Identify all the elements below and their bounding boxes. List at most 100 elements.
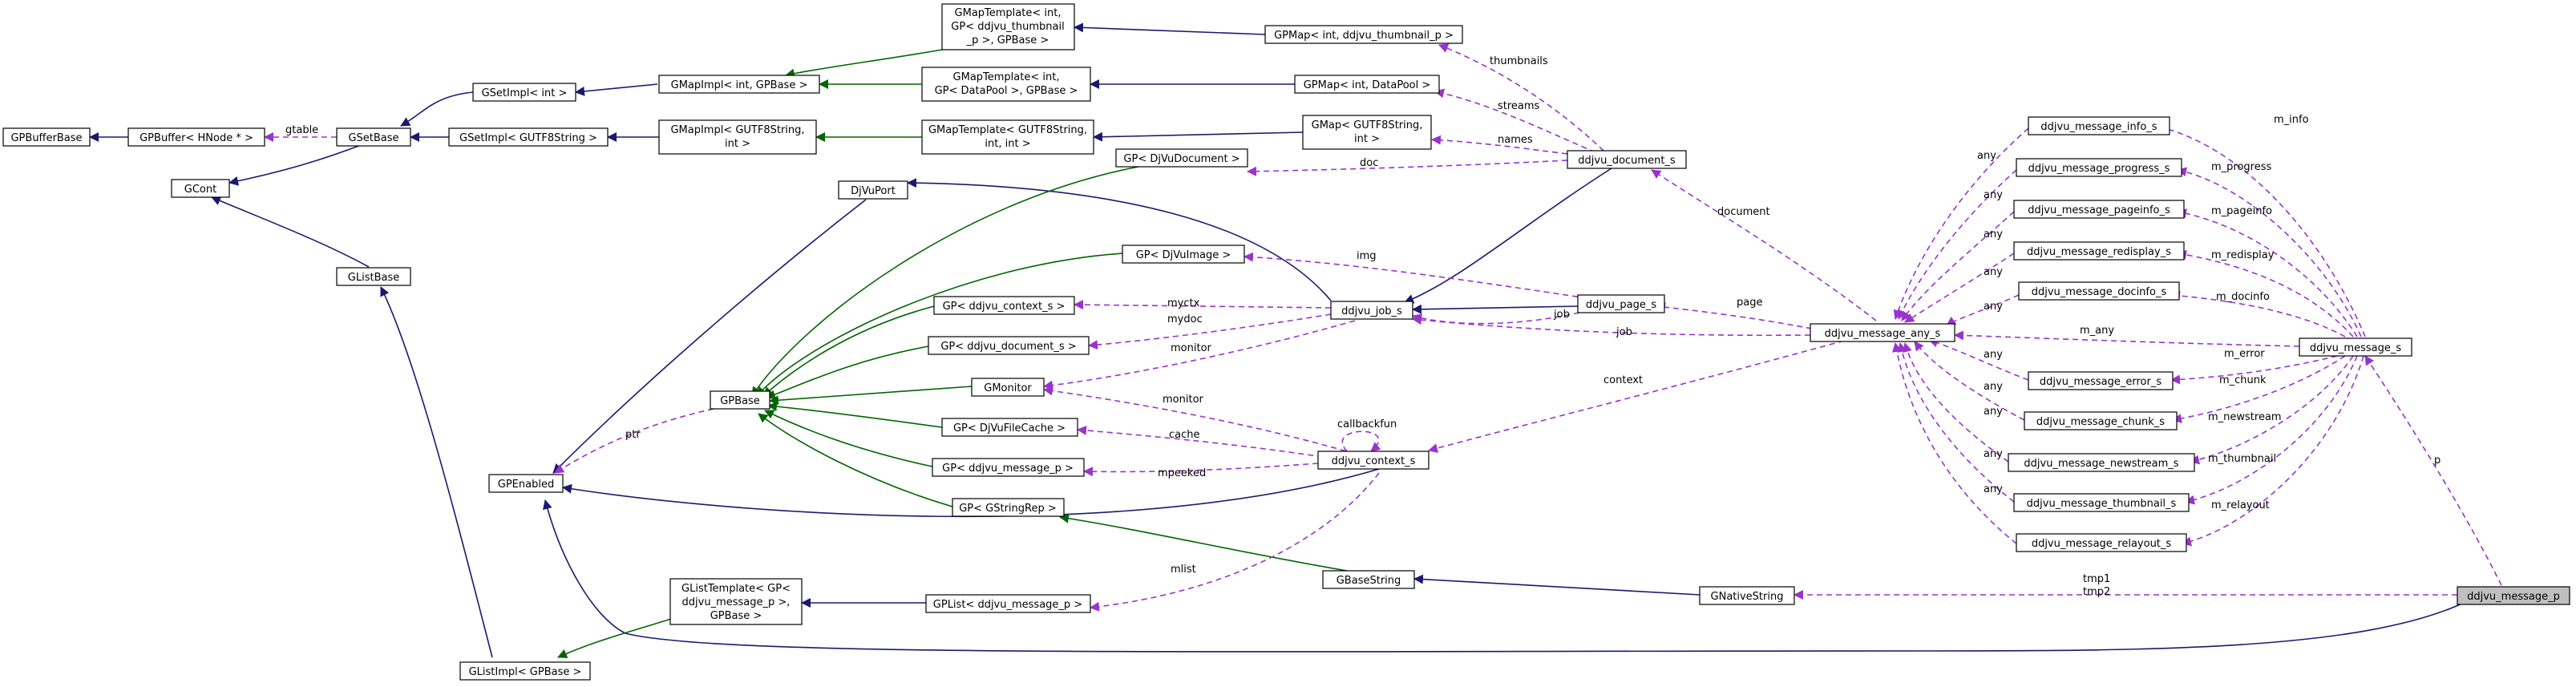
edge-label-mpeeked: mpeeked (1158, 467, 1206, 479)
node-ddjvu-message-info-s[interactable]: ddjvu_message_info_s (2028, 116, 2170, 135)
edge-glistimpl-glistbase (380, 286, 493, 658)
node-gp-filecache[interactable]: GP< DjVuFileCache > (941, 418, 1078, 437)
node-gmaptemplate-gutf8[interactable]: GMapTemplate< GUTF8String, int, int > (921, 119, 1094, 155)
node-gmap-gutf8[interactable]: GMap< GUTF8String, int > (1302, 115, 1432, 150)
node-ddjvu-page-s[interactable]: ddjvu_page_s (1577, 294, 1665, 313)
node-gp-document[interactable]: GP< ddjvu_document_s > (928, 336, 1090, 355)
edge-djvuport-gpenabled (552, 199, 867, 474)
node-gcont[interactable]: GCont (171, 179, 230, 198)
edge-label-any-thumbnail: any (1984, 448, 2003, 460)
edge-label-m-redisplay: m_redisplay (2211, 249, 2275, 261)
node-glistimpl[interactable]: GListImpl< GPBase > (459, 661, 591, 681)
edge-messages-info (2151, 122, 2366, 337)
node-gmaptemplate-datapool[interactable]: GMapTemplate< int, GP< DataPool >, GPBas… (921, 67, 1091, 102)
edge-label-names: names (1498, 134, 1533, 146)
edge-messages-redisplay (2177, 249, 2354, 337)
node-glisttemplate[interactable]: GListTemplate< GP< ddjvu_message_p >, GP… (669, 578, 803, 625)
edge-messages-thumbnail (2185, 355, 2358, 505)
svg-text:GSetImpl< int >: GSetImpl< int > (482, 87, 568, 99)
node-gpmap-datapool[interactable]: GPMap< int, DataPool > (1294, 75, 1440, 94)
node-ddjvu-message-relayout-s[interactable]: ddjvu_message_relayout_s (2016, 533, 2187, 552)
node-gp-messagep[interactable]: GP< ddjvu_message_p > (932, 458, 1085, 477)
node-gnativestring[interactable]: GNativeString (1699, 586, 1795, 605)
node-gpmap-thumb[interactable]: GPMap< int, ddjvu_thumbnail_p > (1264, 25, 1463, 44)
node-gplist[interactable]: GPList< ddjvu_message_p > (925, 594, 1091, 613)
edge-gpmap-thumb-gmaptemplate-thumb (1074, 22, 1266, 35)
node-ddjvu-message-pageinfo-s[interactable]: ddjvu_message_pageinfo_s (2013, 200, 2185, 219)
node-gpbuffer[interactable]: GPBuffer< HNode * > (127, 127, 265, 147)
edge-any-document (1651, 169, 1877, 321)
edge-context-gp-messagep (1083, 463, 1319, 477)
node-ddjvu-message-newstream-s[interactable]: ddjvu_message_newstream_s (2008, 453, 2195, 472)
node-gp-gstringrep[interactable]: GP< GStringRep > (952, 498, 1065, 517)
edge-redisplay-any (1904, 253, 2015, 323)
edge-label-doc: doc (1360, 157, 1378, 169)
node-ddjvu-context-s[interactable]: ddjvu_context_s (1317, 451, 1430, 470)
node-ddjvu-message-thumbnail-s[interactable]: ddjvu_message_thumbnail_s (2013, 493, 2190, 512)
node-ddjvu-job-s[interactable]: ddjvu_job_s (1330, 301, 1413, 320)
edge-chunk-any (1914, 341, 2025, 421)
svg-text:GListBase: GListBase (348, 272, 399, 284)
svg-text:_p >, GPBase >: _p >, GPBase > (966, 34, 1049, 46)
node-ddjvu-message-p[interactable]: ddjvu_message_p (2457, 586, 2570, 605)
svg-text:int >: int > (1354, 133, 1380, 145)
node-gmaptemplate-thumb[interactable]: GMapTemplate< int, GP< ddjvu_thumbnail _… (941, 3, 1075, 51)
node-ddjvu-message-s[interactable]: ddjvu_message_s (2299, 337, 2412, 357)
edge-label-ptr: ptr (625, 429, 641, 441)
edge-label-job-any: job (1616, 326, 1632, 338)
node-ddjvu-message-error-s[interactable]: ddjvu_message_error_s (2028, 371, 2174, 390)
svg-text:ddjvu_context_s: ddjvu_context_s (1332, 455, 1416, 467)
node-gmapimpl-gutf8[interactable]: GMapImpl< GUTF8String, int > (658, 119, 817, 155)
svg-text:GP< DjVuFileCache >: GP< DjVuFileCache > (953, 422, 1066, 434)
node-gsetimpl-gutf8[interactable]: GSetImpl< GUTF8String > (448, 127, 609, 147)
edge-label-job-page: job (1553, 309, 1570, 321)
node-ddjvu-message-progress-s[interactable]: ddjvu_message_progress_s (2016, 158, 2182, 177)
node-gp-djvudocument[interactable]: GP< DjVuDocument > (1115, 148, 1248, 168)
edge-label-streams: streams (1498, 100, 1540, 112)
node-gmonitor[interactable]: GMonitor (971, 378, 1045, 397)
node-gbasestring[interactable]: GBaseString (1322, 570, 1415, 589)
edge-label-myctx: myctx (1167, 297, 1200, 309)
node-ddjvu-message-docinfo-s[interactable]: ddjvu_message_docinfo_s (2018, 281, 2180, 301)
node-ddjvu-document-s[interactable]: ddjvu_document_s (1567, 150, 1687, 169)
edge-gmonitor-gpbase (769, 386, 973, 406)
edge-job-gp-document (1088, 313, 1332, 350)
edge-label-any-docinfo: any (1984, 301, 2003, 313)
node-ddjvu-message-redisplay-s[interactable]: ddjvu_message_redisplay_s (2013, 241, 2185, 261)
svg-text:DjVuPort: DjVuPort (851, 185, 896, 197)
edge-gnativestring-gbasestring (1413, 574, 1700, 596)
node-gpbase[interactable]: GPBase (710, 390, 770, 410)
node-djvuport[interactable]: DjVuPort (838, 180, 908, 200)
edge-label-document: document (1717, 206, 1770, 218)
edge-label-tmp1: tmp1 (2083, 573, 2110, 585)
edge-pageinfo-any (1901, 211, 2015, 321)
edge-label-callbackfun: callbackfun (1337, 418, 1397, 430)
edge-label-page: page (1737, 297, 1762, 309)
edge-page-job (1412, 304, 1579, 314)
edge-messages-docinfo (2170, 290, 2346, 337)
node-gpbufferbase[interactable]: GPBufferBase (2, 127, 91, 147)
node-ddjvu-message-any-s[interactable]: ddjvu_message_any_s (1810, 323, 1955, 342)
node-gpenabled[interactable]: GPEnabled (488, 474, 564, 493)
node-gsetimpl-int[interactable]: GSetImpl< int > (472, 83, 576, 102)
svg-text:GMapTemplate< int,: GMapTemplate< int, (953, 71, 1060, 83)
node-gsetbase[interactable]: GSetBase (336, 127, 411, 147)
svg-text:GPBufferBase: GPBufferBase (10, 132, 82, 144)
edge-label-any-newstream: any (1984, 406, 2003, 418)
edge-page-gp-djvuimage (1244, 252, 1588, 299)
edge-job-gmonitor (1043, 320, 1356, 390)
svg-text:ddjvu_message_p: ddjvu_message_p (2467, 591, 2560, 603)
edge-context-gplist (1090, 472, 1380, 612)
edge-label-gtable: gtable (285, 124, 318, 136)
edge-gp-messagep-gpbase (764, 410, 933, 467)
svg-text:ddjvu_message_thumbnail_s: ddjvu_message_thumbnail_s (2027, 498, 2177, 510)
edge-label-any-chunk: any (1984, 381, 2003, 393)
node-glistbase[interactable]: GListBase (336, 267, 411, 286)
svg-text:GMapImpl< int, GPBase >: GMapImpl< int, GPBase > (671, 79, 808, 91)
node-gp-context[interactable]: GP< ddjvu_context_s > (933, 296, 1075, 315)
svg-text:int, int >: int, int > (985, 138, 1030, 150)
node-ddjvu-message-chunk-s[interactable]: ddjvu_message_chunk_s (2024, 411, 2178, 430)
node-gmapimpl-int[interactable]: GMapImpl< int, GPBase > (658, 75, 820, 94)
node-gp-djvuimage[interactable]: GP< DjVuImage > (1122, 244, 1245, 264)
